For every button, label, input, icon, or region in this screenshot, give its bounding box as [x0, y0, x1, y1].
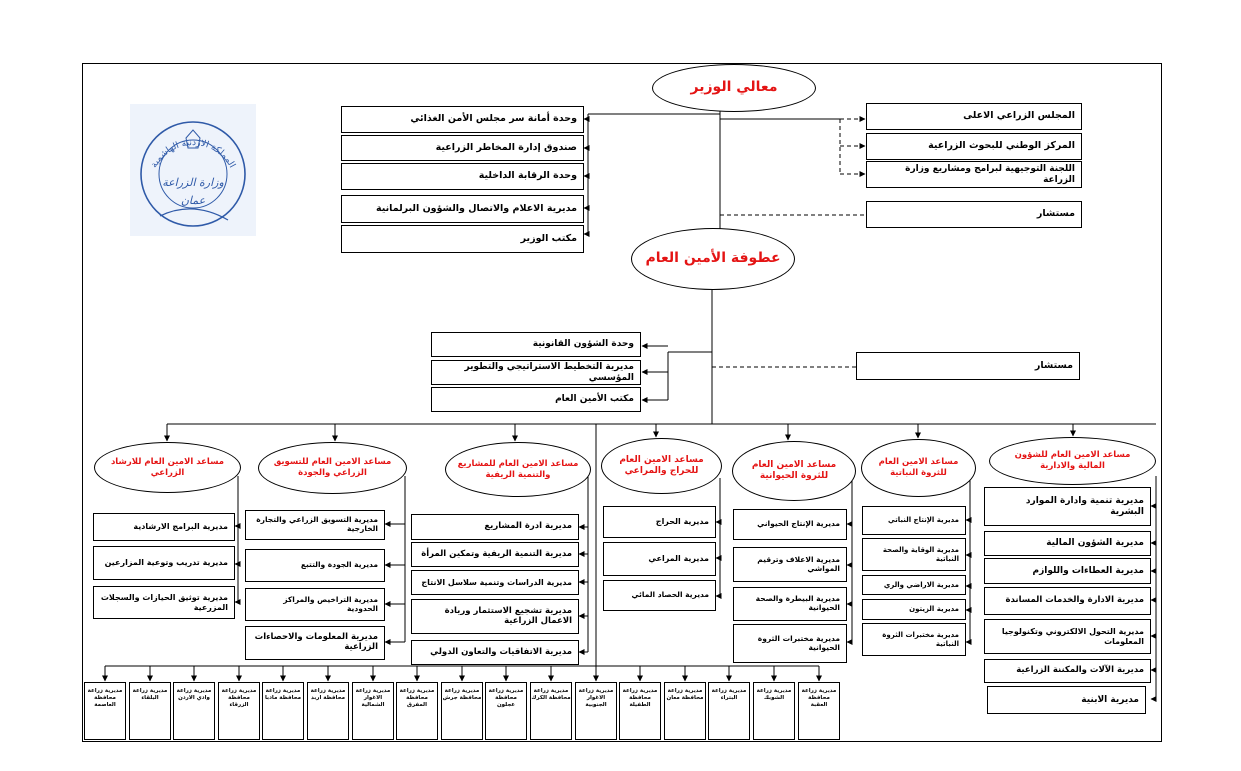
livestock-unit: مديرية الاعلاف وترقيم المواشي [733, 547, 847, 582]
governorate-directorate-box: مديرية زراعة وادي الاردن [173, 682, 215, 740]
governorate-directorate-box: مديرية زراعة محافظة اربد [307, 682, 349, 740]
minister-advisor-box: مستشار [866, 201, 1082, 228]
finance-unit: مديرية التحول الالكتروني وتكنولوجيا المع… [984, 619, 1151, 654]
projects-unit: مديرية الدراسات وتنمية سلاسل الانتاج [411, 570, 579, 595]
sg-unit: وحدة الشؤون القانونية [431, 332, 641, 357]
seal-text-mid: وزارة الزراعة [162, 176, 224, 189]
assistant-forests-ellipse: مساعد الامين العام للحراج والمراعي [601, 438, 722, 494]
marketing-unit: مديرية الجودة والتتبع [245, 549, 385, 582]
assistant-finance-ellipse: مساعد الامين العام للشؤون المالية والادا… [989, 437, 1156, 485]
projects-unit: مديرية الاتفاقيات والتعاون الدولي [411, 640, 579, 665]
minister-ellipse: معالي الوزير [652, 64, 816, 112]
finance-unit: مديرية تنمية وادارة الموارد البشرية [984, 487, 1151, 526]
projects-unit: مديرية ادرة المشاريع [411, 514, 579, 540]
governorate-directorate-box: مديرية زراعة الشوبك [753, 682, 795, 740]
minister-right-unit: اللجنة التوجيهية لبرامج ومشاريع وزارة ال… [866, 161, 1082, 188]
governorate-directorate-box: مديرية زراعة البلقاء [129, 682, 171, 740]
finance-unit: مديرية الابنية [987, 686, 1146, 714]
projects-unit: مديرية تشجيع الاستثمار وريادة الاعمال ال… [411, 599, 579, 634]
ministry-seal-logo: المملكة الاردنية الهاشمية وزارة الزراعة … [130, 104, 256, 236]
secretary-general-ellipse: عطوفة الأمين العام [631, 228, 795, 290]
minister-left-unit: مكتب الوزير [341, 225, 584, 253]
plant-unit: مديرية مختبرات الثروة النباتية [862, 623, 966, 656]
finance-unit: مديرية الشؤون المالية [984, 531, 1151, 556]
assistant-livestock-ellipse: مساعد الامين العام للثروة الحيوانية [732, 441, 856, 501]
governorate-directorate-box: مديرية زراعة محافظة المفرق [396, 682, 438, 740]
extension-unit: مديرية البرامج الارشادية [93, 513, 235, 541]
minister-left-unit: وحدة الرقابة الداخلية [341, 163, 584, 190]
finance-unit: مديرية الآلات والمكننة الزراعية [984, 659, 1151, 683]
assistant-extension-ellipse: مساعد الامين العام للارشاد الزراعي [94, 442, 241, 493]
governorate-directorate-box: مديرية زراعة الاغوار الشمالية [352, 682, 394, 740]
finance-unit: مديرية الادارة والخدمات المساندة [984, 587, 1151, 615]
governorate-directorate-box: مديرية زراعة الاغوار الجنوبية [575, 682, 617, 740]
livestock-unit: مديرية الإنتاج الحيواني [733, 509, 847, 540]
minister-left-unit: صندوق إدارة المخاطر الزراعية [341, 135, 584, 161]
plant-unit: مديرية الإنتاج النباتي [862, 506, 966, 535]
plant-unit: مديرية الزيتون [862, 599, 966, 620]
marketing-unit: مديرية المعلومات والاحصاءات الزراعية [245, 626, 385, 660]
governorate-directorate-box: مديرية زراعة محافظة الطفيلة [619, 682, 661, 740]
chart-frame [82, 63, 1162, 742]
governorate-directorate-box: مديرية زراعة محافظة مادبا [262, 682, 304, 740]
minister-right-unit: المجلس الزراعي الاعلى [866, 103, 1082, 130]
forests-unit: مديرية الحصاد المائي [603, 580, 716, 611]
assistant-marketing-ellipse: مساعد الامين العام للتسويق الزراعي والجو… [258, 442, 407, 494]
governorate-directorate-box: مديرية زراعة محافظة معان [664, 682, 706, 740]
plant-unit: مديرية الوقاية والصحة النباتية [862, 538, 966, 571]
governorate-directorate-box: مديرية زراعة محافظة العقبة [798, 682, 840, 740]
minister-left-unit: وحدة أمانة سر مجلس الأمن الغذائي [341, 106, 584, 133]
extension-unit: مديرية توثيق الحيازات والسجلات المزرعية [93, 586, 235, 619]
assistant-plant-ellipse: مساعد الامين العام للثروة النباتية [861, 439, 976, 497]
governorate-directorate-box: مديرية زراعة محافظة الزرقاء [218, 682, 260, 740]
projects-unit: مديرية التنمية الريفية وتمكين المرأة [411, 542, 579, 567]
sg-unit: مكتب الأمين العام [431, 387, 641, 412]
minister-left-unit: مديرية الاعلام والاتصال والشؤون البرلمان… [341, 195, 584, 223]
sg-advisor-box: مستشار [856, 352, 1080, 380]
extension-unit: مديرية تدريب وتوعية المزارعين [93, 546, 235, 580]
forests-unit: مديرية الحراج [603, 506, 716, 538]
governorate-directorate-box: مديرية زراعة محافظة جرش [441, 682, 483, 740]
minister-right-unit: المركز الوطني للبحوث الزراعية [866, 133, 1082, 160]
plant-unit: مديرية الاراضي والري [862, 575, 966, 595]
sg-unit: مديرية التخطيط الاستراتيجي والتطوير المؤ… [431, 360, 641, 385]
assistant-projects-ellipse: مساعد الامين العام للمشاريع والتنمية الر… [445, 442, 591, 497]
seal-text-bottom: عمان [181, 194, 206, 207]
marketing-unit: مديرية التسويق الزراعي والتجارة الخارجية [245, 510, 385, 540]
livestock-unit: مديرية مختبرات الثروة الحيوانية [733, 624, 847, 663]
governorate-directorate-box: مديرية زراعة البتراء [708, 682, 750, 740]
marketing-unit: مديرية التراخيص والمراكز الحدودية [245, 588, 385, 621]
governorate-directorate-box: مديرية زراعة محافظة العاصمة [84, 682, 126, 740]
livestock-unit: مديرية البيطرة والصحة الحيوانية [733, 587, 847, 621]
governorate-directorate-box: مديرية زراعة محافظة الكرك [530, 682, 572, 740]
finance-unit: مديرية العطاءات واللوازم [984, 558, 1151, 584]
forests-unit: مديرية المراعي [603, 542, 716, 576]
governorate-directorate-box: مديرية زراعة محافظة عجلون [485, 682, 527, 740]
